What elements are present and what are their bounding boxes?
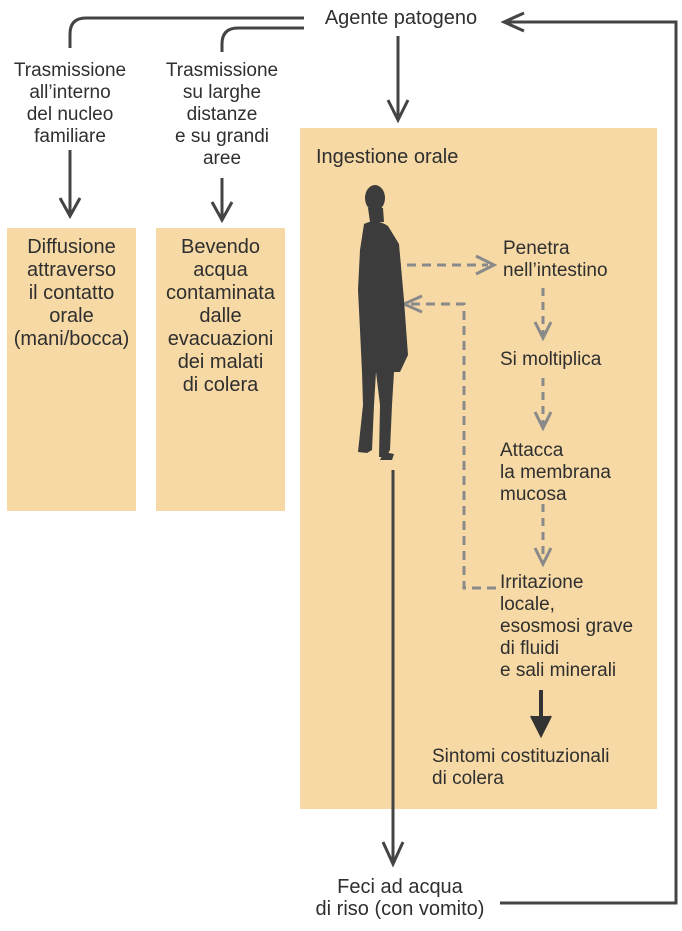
node-attacks: Attacca la membrana mucosa xyxy=(500,440,660,506)
node-diffusion-contact: Diffusione attraverso il contatto orale … xyxy=(7,236,136,351)
node-irritation: Irritazione locale, esosmosi grave di fl… xyxy=(500,572,660,682)
node-oral-ingestion: Ingestione orale xyxy=(316,146,516,168)
node-transmission-distance: Trasmissione su larghe distanze e su gra… xyxy=(155,60,289,170)
node-multiplies: Si moltiplica xyxy=(500,349,660,371)
node-drinking-water: Bevendo acqua contaminata dalle evacuazi… xyxy=(156,236,285,397)
human-silhouette-icon xyxy=(358,185,408,460)
node-symptoms: Sintomi costituzionali di colera xyxy=(432,746,656,790)
node-agent: Agente patogeno xyxy=(300,7,502,29)
node-stool: Feci ad acqua di riso (con vomito) xyxy=(300,876,500,920)
connector-agent-to-family xyxy=(70,18,304,48)
node-transmission-family: Trasmissione all’interno del nucleo fami… xyxy=(5,60,135,148)
node-penetrates: Penetra nell’intestino xyxy=(503,238,663,282)
connector-agent-to-distance xyxy=(222,28,304,52)
dashed-irritation-to-person xyxy=(410,304,496,588)
